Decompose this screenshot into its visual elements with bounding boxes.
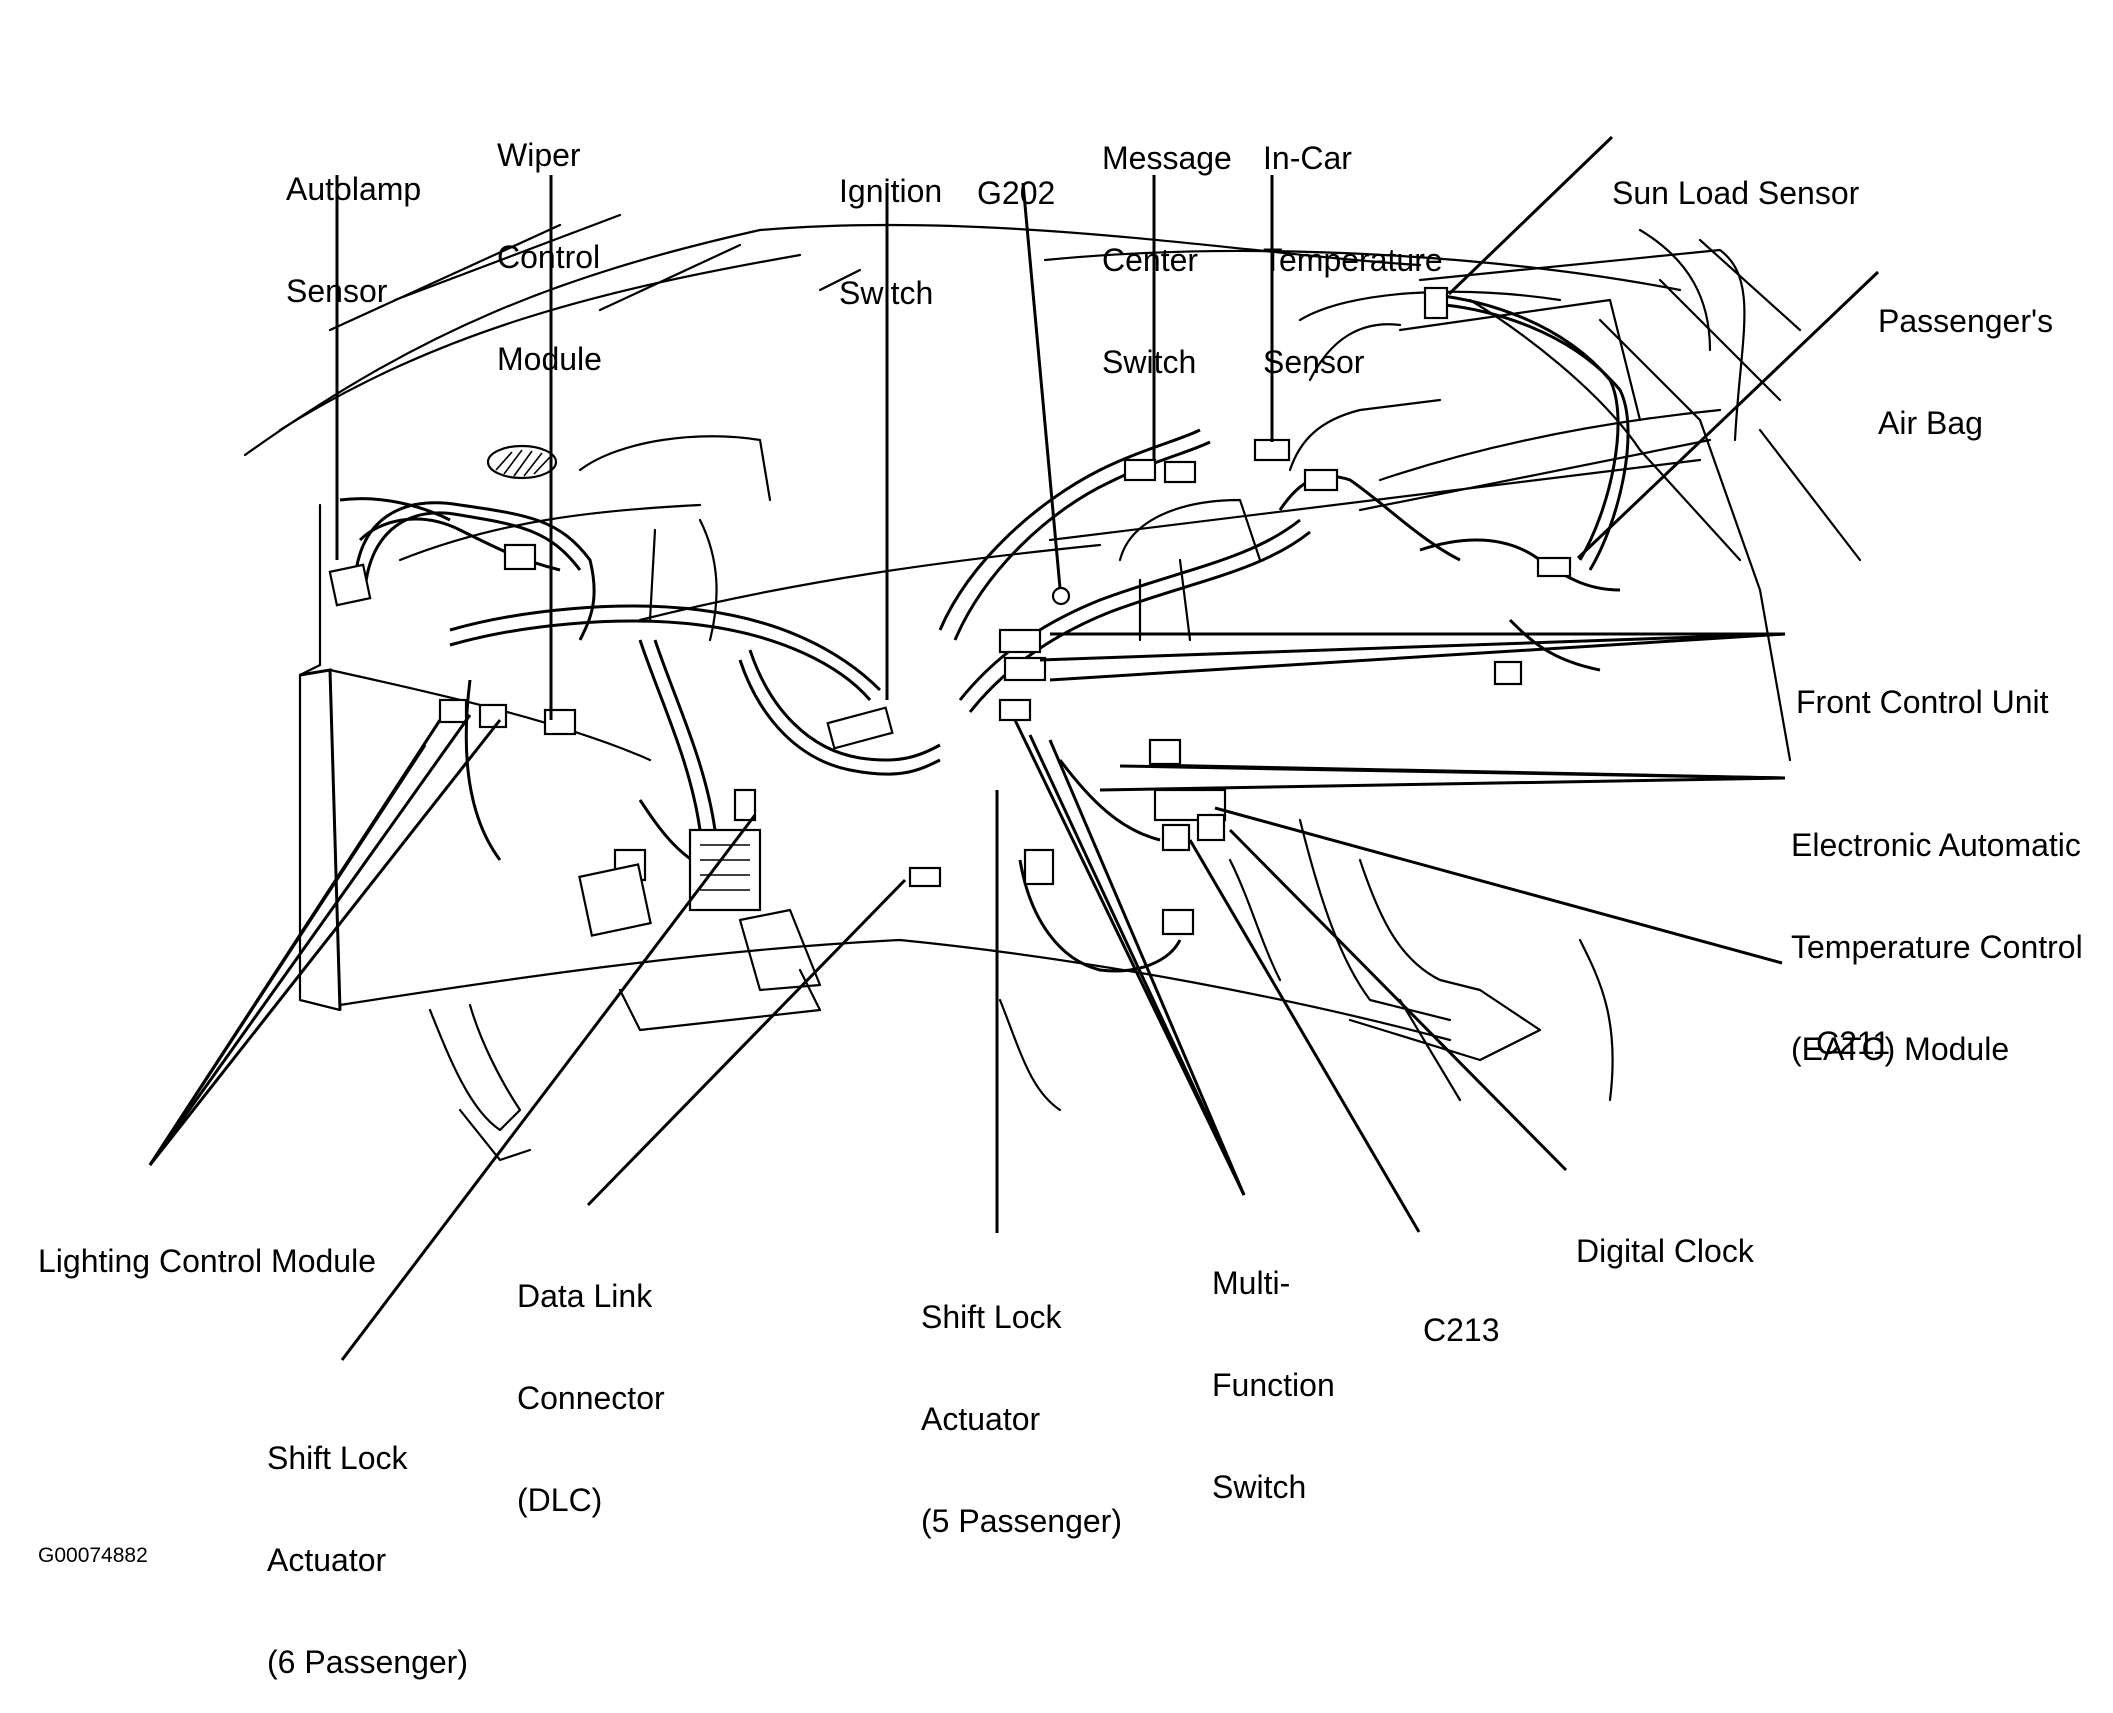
- label-line: Multi-: [1212, 1265, 1291, 1301]
- label-c211: C211: [1816, 958, 1890, 1094]
- label-line: Wiper: [497, 137, 581, 173]
- leader-eatc-3: [1099, 776, 1786, 792]
- label-line: Temperature: [1263, 242, 1443, 278]
- leader-g202: [1021, 182, 1062, 589]
- dashboard-line-drawing: [148, 135, 1880, 1361]
- defrost-vent-hatching: [495, 449, 551, 477]
- components: [328, 286, 1572, 937]
- label-sun-load-sensor: Sun Load Sensor: [1612, 108, 1859, 244]
- label-front-control-unit: Front Control Unit: [1796, 617, 2049, 753]
- leader-passengers-air-bag: [1576, 270, 1880, 560]
- label-shift-lock-actuator-6-passenger: Shift Lock Actuator (6 Passenger): [267, 1373, 468, 1713]
- label-g202: G202: [977, 108, 1055, 244]
- label-line: Function: [1212, 1367, 1335, 1403]
- leader-c213: [1188, 839, 1421, 1233]
- dashboard-outline: [243, 213, 1862, 1162]
- label-line: Data Link: [517, 1278, 653, 1314]
- label-line: Temperature Control: [1791, 929, 2083, 965]
- label-line: Switch: [839, 275, 934, 311]
- leader-lighting-control-module-3: [148, 719, 502, 1166]
- label-message-center-switch: Message Center Switch: [1102, 73, 1232, 413]
- label-line: Actuator: [267, 1542, 387, 1578]
- label-autolamp-sensor: Autolamp Sensor: [286, 104, 421, 342]
- leader-lighting-control-module-4: [148, 744, 427, 1166]
- label-in-car-temperature-sensor: In-Car Temperature Sensor: [1263, 73, 1443, 413]
- reference-id-text: G00074882: [38, 1544, 148, 1567]
- label-line: Sun Load Sensor: [1612, 175, 1860, 211]
- label-ignition-switch: Ignition Switch: [839, 106, 942, 344]
- label-line: C211: [1816, 1025, 1891, 1061]
- label-line: Air Bag: [1878, 405, 1983, 441]
- label-line: (5 Passenger): [921, 1503, 1122, 1539]
- label-line: Front Control Unit: [1796, 684, 2049, 720]
- label-line: Sensor: [1263, 344, 1365, 380]
- wiring-harness: [339, 293, 1630, 973]
- label-line: Control: [497, 239, 601, 275]
- label-line: Autolamp: [286, 171, 422, 207]
- leader-dlc: [586, 878, 907, 1207]
- label-line: Connector: [517, 1380, 665, 1416]
- leader-multi-function-switch-3: [1048, 739, 1246, 1196]
- label-line: Ignition: [839, 173, 943, 209]
- label-digital-clock: Digital Clock: [1576, 1166, 1754, 1302]
- label-line: G202: [977, 175, 1056, 211]
- label-line: Passenger's: [1878, 303, 2054, 339]
- label-line: Shift Lock: [267, 1440, 408, 1476]
- label-line: Lighting Control Module: [38, 1243, 376, 1279]
- label-c213: C213: [1423, 1245, 1500, 1381]
- leader-lighting-control-module-2: [148, 714, 472, 1166]
- label-eatc-module: Electronic Automatic Temperature Control…: [1791, 760, 2083, 1100]
- leader-c211: [1214, 806, 1783, 965]
- leader-digital-clock: [1228, 828, 1568, 1172]
- label-line: Sensor: [286, 273, 388, 309]
- leader-sun-load-sensor: [1447, 135, 1614, 296]
- label-line: Electronic Automatic: [1791, 827, 2081, 863]
- label-line: Module: [497, 341, 602, 377]
- label-wiper-control-module: Wiper Control Module: [497, 70, 602, 410]
- label-line: Digital Clock: [1576, 1233, 1754, 1269]
- label-line: C213: [1423, 1312, 1500, 1348]
- leader-front-control-unit-3: [1049, 632, 1786, 682]
- label-line: Actuator: [921, 1401, 1041, 1437]
- label-line: Switch: [1212, 1469, 1307, 1505]
- label-multi-function-switch: Multi- Function Switch: [1212, 1198, 1335, 1538]
- leader-shift-lock-6: [340, 814, 757, 1361]
- label-line: Center: [1102, 242, 1199, 278]
- label-lighting-control-module: Lighting Control Module: [38, 1176, 376, 1312]
- figure-reference-id: G00074882: [38, 1496, 148, 1592]
- label-line: Shift Lock: [921, 1299, 1062, 1335]
- label-shift-lock-actuator-5-passenger: Shift Lock Actuator (5 Passenger): [921, 1232, 1122, 1572]
- label-line: (6 Passenger): [267, 1644, 468, 1680]
- label-line: In-Car: [1263, 140, 1352, 176]
- leader-lines: [148, 135, 1880, 1361]
- leader-eatc-2: [1149, 763, 1786, 780]
- label-line: (EATC) Module: [1791, 1031, 2010, 1067]
- label-data-link-connector: Data Link Connector (DLC): [517, 1211, 665, 1551]
- leader-multi-function-switch-2: [1028, 734, 1246, 1196]
- label-line: (DLC): [517, 1482, 603, 1518]
- label-line: Switch: [1102, 344, 1197, 380]
- leader-front-control-unit-2: [1039, 632, 1786, 662]
- label-line: Message: [1102, 140, 1232, 176]
- label-passengers-air-bag: Passenger's Air Bag: [1878, 236, 2053, 474]
